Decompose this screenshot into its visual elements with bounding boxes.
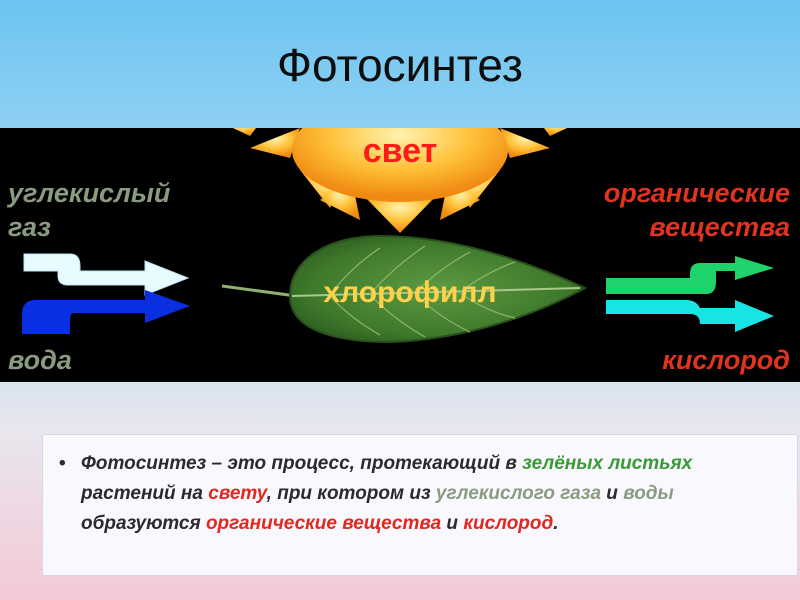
input-water-label: вода xyxy=(8,345,72,375)
photosynthesis-diagram: свет углекислый газ вода органические ве… xyxy=(0,128,800,382)
arrow-right-icon xyxy=(23,253,190,296)
sun-icon xyxy=(232,128,568,233)
term-co2: углекислого газа xyxy=(435,483,602,504)
output-organic-label-line-1: органические xyxy=(603,178,790,208)
arrow-right-icon xyxy=(22,290,190,334)
diagram-graphics xyxy=(22,128,774,344)
input-co2-label-line-2: газ xyxy=(8,212,51,242)
output-organic-label-line-2: вещества xyxy=(649,212,790,242)
term-organic: органические вещества xyxy=(205,513,442,534)
term-oxygen: кислород xyxy=(463,513,554,534)
definition-part: образуются xyxy=(81,513,206,534)
slide-title: Фотосинтез xyxy=(277,39,523,91)
leaf-icon xyxy=(221,234,588,344)
definition-box: • Фотосинтез – это процесс, протекающий в… xyxy=(42,434,798,576)
definition-text: • Фотосинтез – это процесс, протекающий в… xyxy=(59,449,779,539)
chlorophyll-label: хлорофилл xyxy=(323,276,497,309)
arrow-right-icon xyxy=(606,256,774,294)
output-organic-label: органические вещества xyxy=(604,176,790,244)
definition-part: . xyxy=(553,513,559,534)
output-oxygen-label: кислород xyxy=(662,345,790,375)
arrow-right-icon xyxy=(606,300,774,332)
definition-part: растений на xyxy=(81,483,209,504)
input-co2-label-line-1: углекислый xyxy=(8,178,171,208)
definition-part: Фотосинтез – это процесс, протекающий в xyxy=(81,453,523,474)
term-light: свету xyxy=(208,483,267,504)
definition-part: , при котором из xyxy=(266,483,436,504)
bullet-point-icon: • xyxy=(59,453,66,474)
light-label: свет xyxy=(362,132,438,170)
term-water: воды xyxy=(623,483,674,504)
term-green-leaves: зелёных листьях xyxy=(522,453,693,474)
definition-part: и xyxy=(601,483,624,504)
input-co2-label: углекислый газ xyxy=(8,176,170,244)
definition-part: и xyxy=(441,513,464,534)
